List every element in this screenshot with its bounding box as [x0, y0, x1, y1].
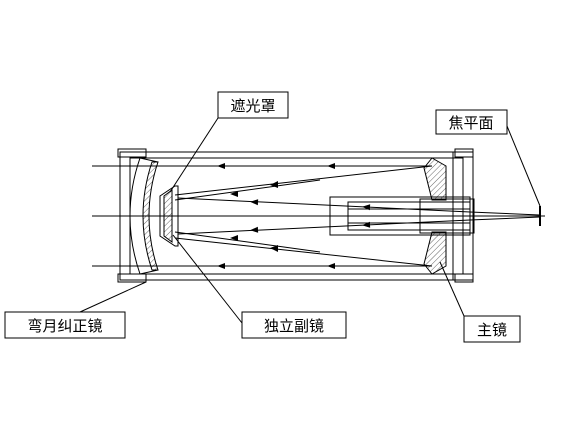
label-secondary: 独立副镜: [241, 311, 347, 339]
label-shade: 遮光罩: [217, 91, 289, 119]
label-primary: 主镜: [463, 315, 521, 343]
label-secondary-text: 独立副镜: [264, 317, 324, 335]
label-primary-text: 主镜: [477, 321, 507, 339]
leader-lines: [79, 117, 541, 324]
reflected-rays: [174, 165, 433, 267]
focus-rays: [469, 206, 541, 226]
meniscus-corrector: [129, 157, 159, 275]
secondary-rays: [177, 197, 471, 235]
label-shade-text: 遮光罩: [230, 97, 275, 115]
incoming-rays: [92, 163, 432, 269]
label-focal-plane-text: 焦平面: [448, 114, 493, 132]
label-meniscus-text: 弯月纠正镜: [27, 317, 102, 335]
label-focal-plane: 焦平面: [435, 109, 508, 135]
label-meniscus: 弯月纠正镜: [4, 311, 126, 339]
